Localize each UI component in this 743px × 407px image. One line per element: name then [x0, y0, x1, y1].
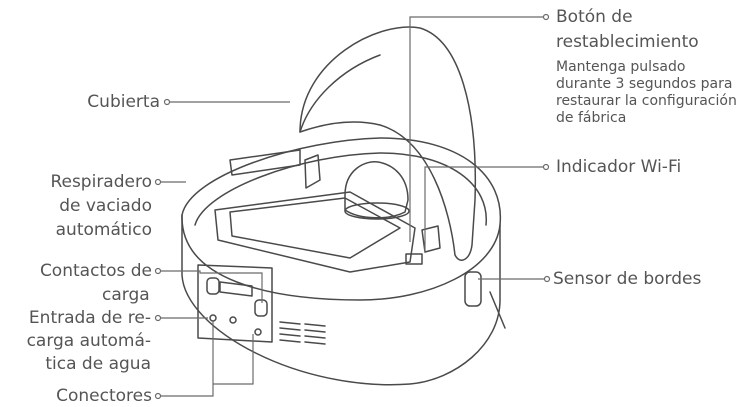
label-wifi: Indicador Wi-Fi [556, 157, 682, 177]
leader-endpoints [154, 13, 551, 400]
endpoint-water [154, 314, 162, 322]
reset-note-line2: durante 3 segundos para [556, 76, 733, 92]
label-reset-line1: Botón de [556, 7, 633, 27]
endpoint-connectors [154, 392, 162, 400]
robot-right-clip [421, 225, 441, 253]
leader-connectors-b [213, 334, 254, 385]
robot-cover [299, 26, 477, 261]
label-water-line2: carga automá- [26, 331, 151, 351]
label-connectors: Conectores [56, 386, 152, 406]
robot-inner-rim [194, 152, 487, 226]
robot-charge-contact-b [254, 299, 268, 317]
label-contacts: Contactos de carga [18, 260, 152, 305]
leader-lines [161, 16, 544, 397]
robot-charge-contact-a [206, 277, 220, 295]
robot-side-vents [279, 321, 326, 345]
endpoint-wifi [542, 163, 550, 171]
robot-front-slot [219, 281, 253, 297]
endpoint-reset [542, 13, 550, 21]
robot-lds-ring [344, 202, 410, 220]
label-water: Entrada de re- carga automá- tica de agu… [14, 307, 151, 374]
endpoint-edge [543, 275, 551, 283]
label-cover: Cubierta [87, 92, 160, 112]
robot-body-base [181, 214, 501, 386]
endpoint-contacts [154, 267, 162, 275]
reset-note-line4: de fábrica [556, 110, 627, 126]
leader-contacts [161, 270, 263, 303]
robot-front-panel [197, 264, 273, 343]
robot-cover-edge [299, 54, 381, 133]
label-vent: Respiradero de vaciado automático [26, 171, 152, 240]
robot-cover-hinge [229, 149, 301, 176]
reset-note: Mantenga pulsado durante 3 segundos para… [556, 59, 743, 127]
leader-wifi [424, 166, 543, 253]
robot-dustbin [214, 191, 416, 273]
label-contacts-line1: Contactos de [39, 261, 152, 281]
label-vent-line1: Respiradero [50, 172, 152, 192]
label-vent-line2: de vaciado [59, 196, 152, 216]
leader-connectors [161, 320, 214, 397]
robot-dustbin-lid [229, 197, 401, 259]
robot-port-2 [229, 316, 237, 324]
reset-note-line3: restaurar la configuración [556, 93, 737, 109]
robot-edge-sensor [464, 271, 482, 307]
label-edge-sensor: Sensor de bordes [553, 269, 702, 289]
endpoint-cover [163, 98, 171, 106]
endpoint-vent [154, 178, 162, 186]
robot-side-brush [489, 291, 506, 329]
label-water-line3: tica de agua [45, 354, 151, 374]
robot-lds-dome [344, 161, 409, 219]
label-vent-line3: automático [55, 220, 152, 240]
label-reset-line2: restablecimiento [556, 32, 699, 52]
robot-wifi-indicator [405, 253, 423, 265]
robot-left-clip [304, 154, 321, 189]
robot-port-3 [254, 328, 262, 336]
robot-illustration [181, 26, 506, 386]
label-reset: Botón de restablecimiento [556, 6, 699, 52]
label-contacts-line2: carga [102, 285, 150, 305]
leader-reset [409, 16, 543, 242]
reset-note-line1: Mantenga pulsado [556, 59, 686, 75]
label-water-line1: Entrada de re- [28, 308, 151, 328]
